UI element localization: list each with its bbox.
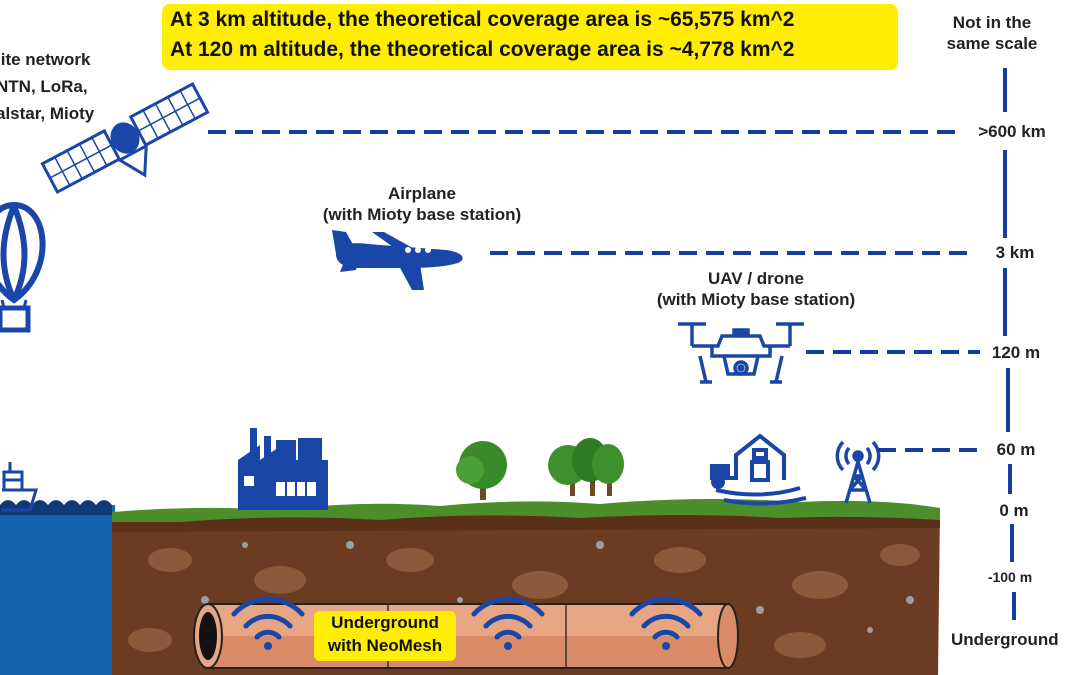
factory-icon — [238, 428, 328, 510]
altitude-label-minus100m: -100 m — [987, 569, 1033, 585]
airplane-label-line2: (with Mioty base station) — [322, 205, 522, 225]
underground-callout: Underground with NeoMesh — [314, 611, 456, 661]
ship-icon — [2, 462, 39, 512]
airplane-icon — [332, 230, 463, 290]
satellite-label-line1: lite network — [0, 50, 91, 69]
drone-label-line2: (with Mioty base station) — [656, 290, 856, 310]
tree-icon — [456, 441, 507, 500]
underground-line1: Underground — [331, 613, 439, 632]
scale-note-line2: same scale — [946, 34, 1038, 54]
coverage-callout — [162, 4, 898, 70]
altitude-label-60m: 60 m — [996, 440, 1036, 459]
altitude-label-3km: 3 km — [995, 243, 1035, 262]
coverage-line-3km: At 3 km altitude, the theoretical covera… — [170, 8, 795, 31]
scale-note-line1: Not in the — [952, 13, 1032, 32]
dashed-connectors — [208, 130, 980, 452]
balloon-icon — [0, 201, 46, 333]
wifi-icon — [471, 596, 545, 650]
wifi-icon — [629, 596, 703, 650]
altitude-label-underground: Underground — [951, 630, 1059, 649]
airplane-label-line1: Airplane — [387, 184, 457, 203]
drone-label-line1: UAV / drone — [707, 269, 805, 288]
altitude-label-600km: >600 km — [978, 122, 1046, 141]
scale-axis — [1003, 68, 1016, 620]
satellite-label-line2: NTN, LoRa, — [0, 77, 88, 96]
drone-icon — [678, 322, 804, 384]
scale-note: Not in the same scale — [932, 12, 1052, 55]
grass — [112, 498, 940, 522]
altitude-label-120m: 120 m — [991, 343, 1041, 362]
altitude-label-0m: 0 m — [999, 501, 1029, 520]
satellite-icon — [40, 81, 210, 195]
tower-icon — [835, 440, 881, 504]
sea — [0, 500, 115, 675]
satellite-label: lite network NTN, LoRa, alstar, Mioty — [0, 46, 94, 127]
drone-label: UAV / drone (with Mioty base station) — [626, 268, 886, 311]
coverage-line-120m: At 120 m altitude, the theoretical cover… — [170, 38, 795, 61]
pipe — [193, 603, 739, 669]
airplane-label: Airplane (with Mioty base station) — [292, 183, 552, 226]
tree-icon — [548, 438, 624, 496]
barn-icon — [710, 433, 807, 506]
satellite-label-line3: alstar, Mioty — [0, 104, 95, 123]
wifi-icon — [231, 596, 305, 650]
underground-line2: with NeoMesh — [327, 636, 443, 655]
